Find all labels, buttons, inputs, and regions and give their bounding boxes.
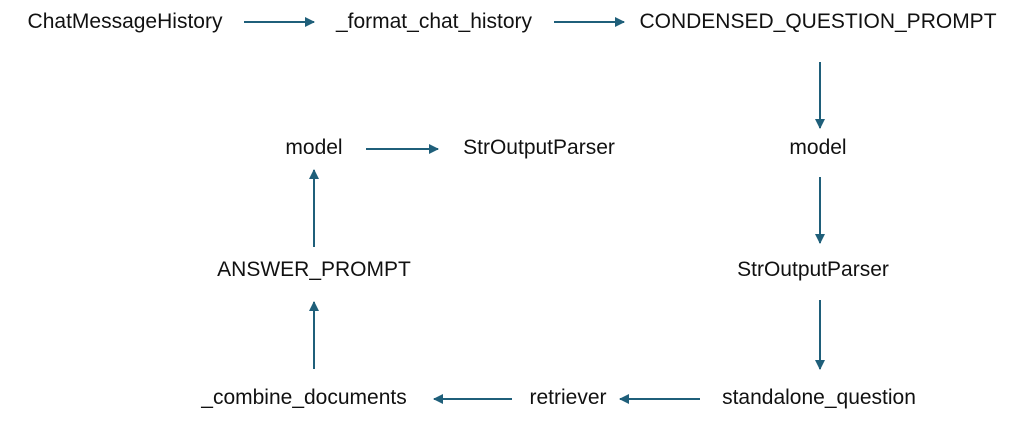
node-retriever: retriever bbox=[529, 386, 607, 409]
node-format-chat-history: _format_chat_history bbox=[335, 10, 533, 33]
node-model-right: model bbox=[789, 136, 847, 159]
node-str-output-parser-right: StrOutputParser bbox=[737, 258, 889, 281]
node-str-output-parser-left: StrOutputParser bbox=[463, 136, 615, 159]
node-standalone-question: standalone_question bbox=[722, 386, 916, 409]
node-condensed-question-prompt: CONDENSED_QUESTION_PROMPT bbox=[639, 10, 997, 33]
node-model-left: model bbox=[285, 136, 343, 159]
node-combine-documents: _combine_documents bbox=[201, 386, 407, 409]
node-chat-message-history: ChatMessageHistory bbox=[27, 10, 223, 33]
node-answer-prompt: ANSWER_PROMPT bbox=[217, 258, 411, 281]
